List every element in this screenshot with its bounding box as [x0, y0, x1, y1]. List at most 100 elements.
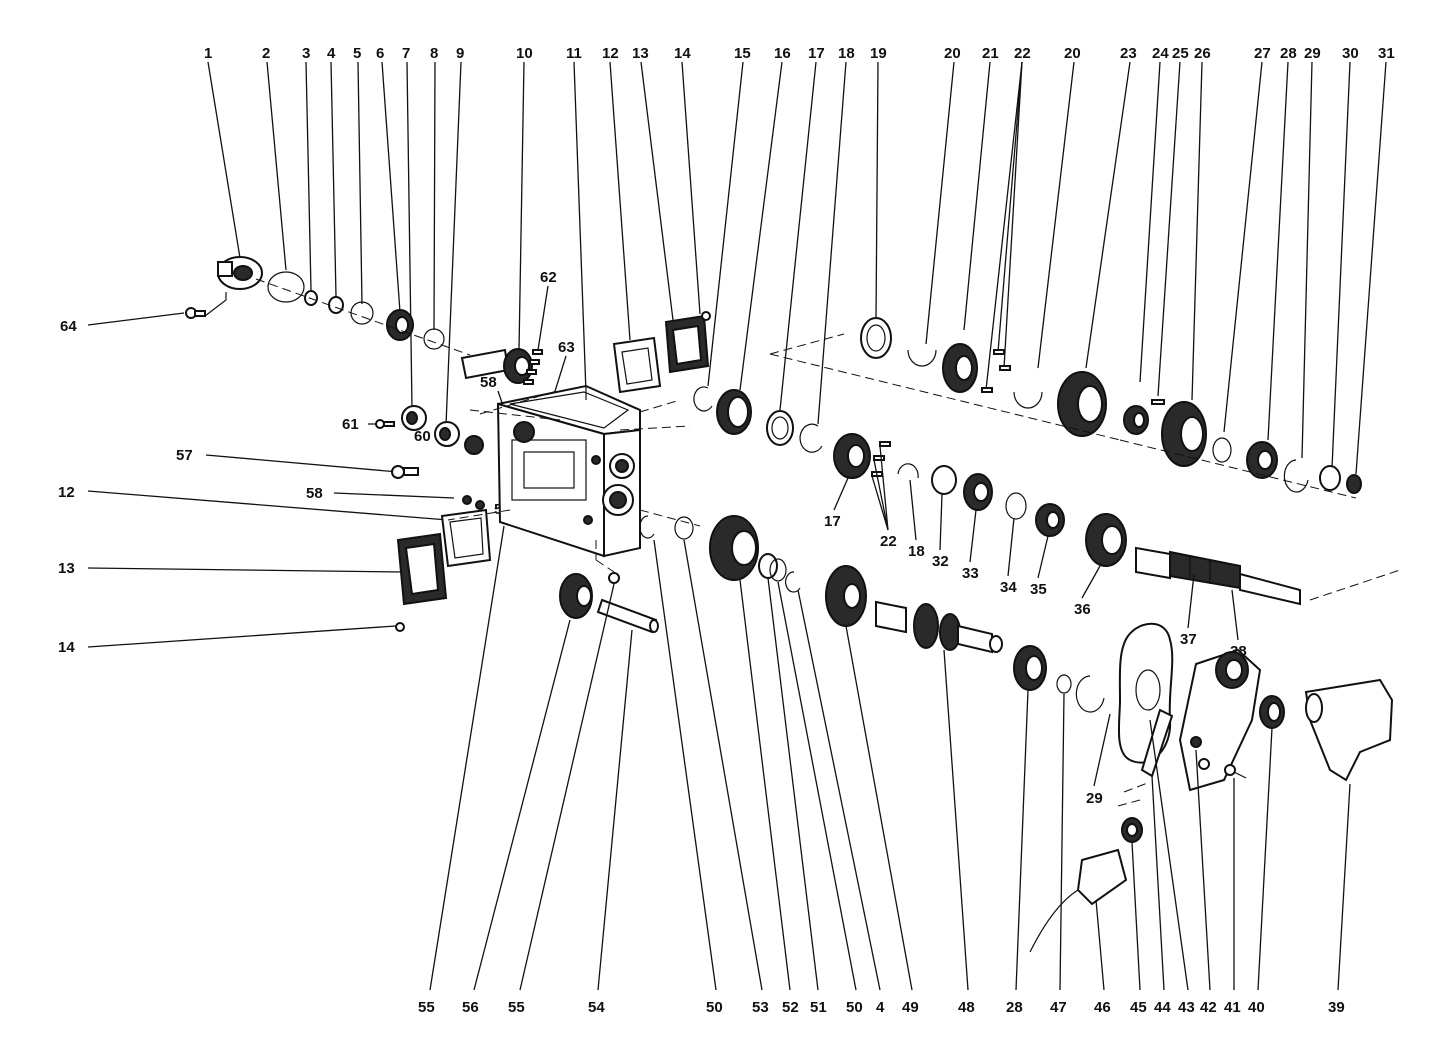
- callout-18: 18: [838, 45, 855, 62]
- key-25-part: [1151, 399, 1165, 405]
- callout-55-right: 55: [508, 999, 525, 1016]
- callout-2: 2: [262, 45, 270, 62]
- callout-64: 64: [60, 318, 77, 335]
- input-shaft-assembly: [87, 256, 533, 384]
- upper-frame-dash-2: [769, 353, 1121, 441]
- callout-10: 10: [516, 45, 533, 62]
- bearing-28-lower-part: [1013, 645, 1047, 691]
- oil-seal-ring-part: [350, 301, 374, 325]
- bolt-57-part: [391, 465, 419, 479]
- callout-20-right: 20: [1064, 45, 1081, 62]
- gear-49-part: [825, 565, 867, 627]
- callout-31: 31: [1378, 45, 1395, 62]
- spring-20-left-part: [907, 349, 937, 367]
- washer-53-part: [674, 516, 694, 540]
- callout-4: 4: [327, 45, 336, 62]
- callout-35: 35: [1030, 581, 1047, 598]
- synchro-ring-17-part: [766, 410, 794, 446]
- upper-frame-dash-1: [769, 333, 845, 355]
- screw-14-top-part: [701, 311, 711, 321]
- callout-26: 26: [1194, 45, 1211, 62]
- case-dashed-lines: [447, 389, 691, 521]
- snap-ring-29-lower-part: [1075, 675, 1105, 713]
- callout-56: 56: [462, 999, 479, 1016]
- synchro-hub-21-part: [942, 343, 978, 393]
- main-shaft-upper-parts: [693, 386, 1401, 606]
- bolt-41-part: [1224, 764, 1247, 779]
- bearing-52-part: [758, 553, 778, 579]
- gear-26-part: [1161, 401, 1207, 467]
- callout-45: 45: [1130, 999, 1147, 1016]
- callout-15: 15: [734, 45, 751, 62]
- callout-50-right: 50: [846, 999, 863, 1016]
- speedo-gear-45-part: [1121, 817, 1143, 843]
- snap-ring-50b-part: [785, 571, 801, 593]
- callout-52: 52: [782, 999, 799, 1016]
- callout-28: 28: [1280, 45, 1297, 62]
- left-leader-lines: [87, 285, 567, 648]
- callout-29: 29: [1304, 45, 1321, 62]
- gasket-12-left-part: [440, 508, 492, 568]
- transmission-case-part: [496, 384, 641, 558]
- leader-64: [87, 312, 185, 326]
- callout-57: 57: [176, 447, 193, 464]
- ring-47-part: [1056, 674, 1072, 694]
- callout-6: 6: [376, 45, 384, 62]
- idler-shaft-54-part: [596, 598, 659, 634]
- synchro-sleeve-19-part: [860, 317, 892, 359]
- snap-ring-18-part: [799, 423, 823, 453]
- washer-34-part: [1005, 492, 1027, 520]
- callout-11: 11: [566, 45, 582, 62]
- screw-axis-line: [204, 292, 227, 317]
- callout-3: 3: [302, 45, 310, 62]
- snap-ring-18b-part: [897, 463, 919, 479]
- callout-17-mid: 17: [824, 513, 841, 530]
- bearing-retainer-part: [217, 256, 263, 290]
- callout-8: 8: [430, 45, 438, 62]
- counter-axis-dash: [639, 509, 701, 527]
- front-bearing-part: [386, 309, 414, 341]
- callout-28-bottom: 28: [1006, 999, 1023, 1016]
- gear-17-part: [833, 433, 871, 479]
- gear-36-part: [1085, 513, 1127, 567]
- callout-54: 54: [588, 999, 605, 1016]
- gasket-12-top-part: [612, 336, 662, 394]
- nut-31-part: [1346, 474, 1362, 494]
- bearing-28-part: [1246, 441, 1278, 479]
- callout-61: 61: [342, 416, 359, 433]
- callout-4-bottom: 4: [876, 999, 885, 1016]
- plug-58-part: [462, 495, 472, 505]
- yoke-39-part: [1304, 678, 1394, 782]
- callout-63: 63: [558, 339, 575, 356]
- callout-23: 23: [1120, 45, 1137, 62]
- callout-37: 37: [1180, 631, 1197, 648]
- callout-25: 25: [1172, 45, 1189, 62]
- bottom-leader-lines: [429, 525, 1351, 991]
- speedo-dash: [1123, 781, 1151, 793]
- callout-27: 27: [1254, 45, 1271, 62]
- callout-1: 1: [204, 45, 212, 62]
- speedo-dash-2: [1117, 799, 1141, 807]
- callout-50-left: 50: [706, 999, 723, 1016]
- callout-32: 32: [932, 553, 949, 570]
- callout-13: 13: [632, 45, 649, 62]
- callout-41: 41: [1224, 999, 1241, 1016]
- callout-40: 40: [1248, 999, 1265, 1016]
- spacer-ring-part: [423, 328, 445, 350]
- callout-53: 53: [752, 999, 769, 1016]
- washer-part: [328, 296, 344, 314]
- thrust-washer-9-part: [434, 421, 460, 447]
- main-drive-gear-part: [460, 348, 533, 384]
- callout-7: 7: [402, 45, 410, 62]
- plug-55-part: [608, 572, 620, 584]
- mainshaft-dashed-line: [1309, 569, 1401, 601]
- callout-17: 17: [808, 45, 825, 62]
- callout-58-upper: 58: [480, 374, 497, 391]
- callout-22: 22: [1014, 45, 1031, 62]
- screw-61-part: [375, 419, 395, 429]
- collar-30-part: [1319, 465, 1341, 491]
- snap-ring-29-part: [1283, 459, 1309, 493]
- snap-ring-50a-part: [639, 515, 655, 539]
